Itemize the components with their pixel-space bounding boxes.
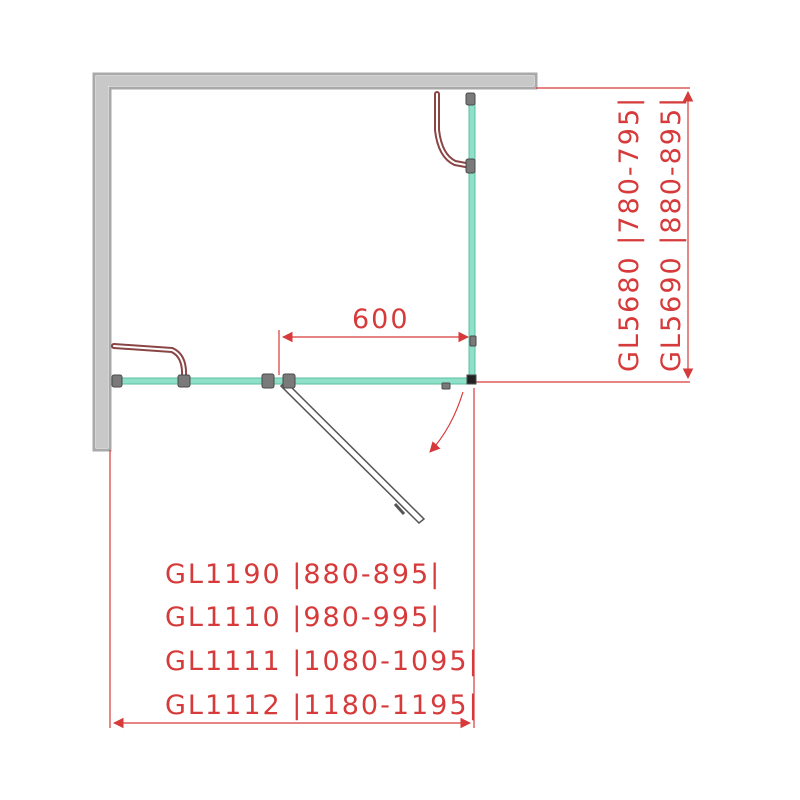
hardware xyxy=(111,92,477,390)
side-panel-label-1: GL5680 |780-795| xyxy=(614,96,645,372)
left-towel-bar-highlight xyxy=(113,345,186,377)
dimension-guides xyxy=(109,87,690,728)
towel-bar-bracket-left xyxy=(177,374,191,388)
glass-panels xyxy=(111,95,476,525)
front-panel-label-3: GL1111 |1080-1095| xyxy=(165,646,480,677)
front-panel-label-4: GL1112 |1180-1195| xyxy=(165,690,480,721)
right-towel-bar xyxy=(434,91,474,169)
wall-bracket-top xyxy=(465,92,476,106)
corner-bracket-side xyxy=(469,335,477,347)
walls xyxy=(92,72,538,452)
towel-bars-inner xyxy=(113,93,472,377)
towel-bars xyxy=(111,91,474,379)
corner-bracket-bottom xyxy=(441,382,451,390)
dimension-labels: 600 GL5680 |780-795| GL5690 |880-895| GL… xyxy=(165,96,687,721)
front-panel-label-2: GL1110 |980-995| xyxy=(165,602,441,633)
back-wall xyxy=(92,72,538,452)
corner-connector xyxy=(466,374,477,385)
door-width-label: 600 xyxy=(352,304,410,335)
front-panel-label-1: GL1190 |880-895| xyxy=(165,559,441,590)
right-towel-bar-highlight xyxy=(436,93,472,167)
back-wall-fill xyxy=(96,76,534,86)
door-handle xyxy=(393,502,406,516)
hinge-left xyxy=(261,373,275,389)
wall-bracket-left xyxy=(111,374,123,388)
towel-bar-bracket-top xyxy=(465,158,476,174)
hinge-right xyxy=(282,373,296,389)
door-swing-arrow xyxy=(429,391,464,453)
door-glass-panel xyxy=(279,380,426,525)
left-wall-fill xyxy=(96,86,108,448)
dimension-arrows xyxy=(112,90,694,729)
side-panel-label-2: GL5690 |880-895| xyxy=(656,96,687,372)
